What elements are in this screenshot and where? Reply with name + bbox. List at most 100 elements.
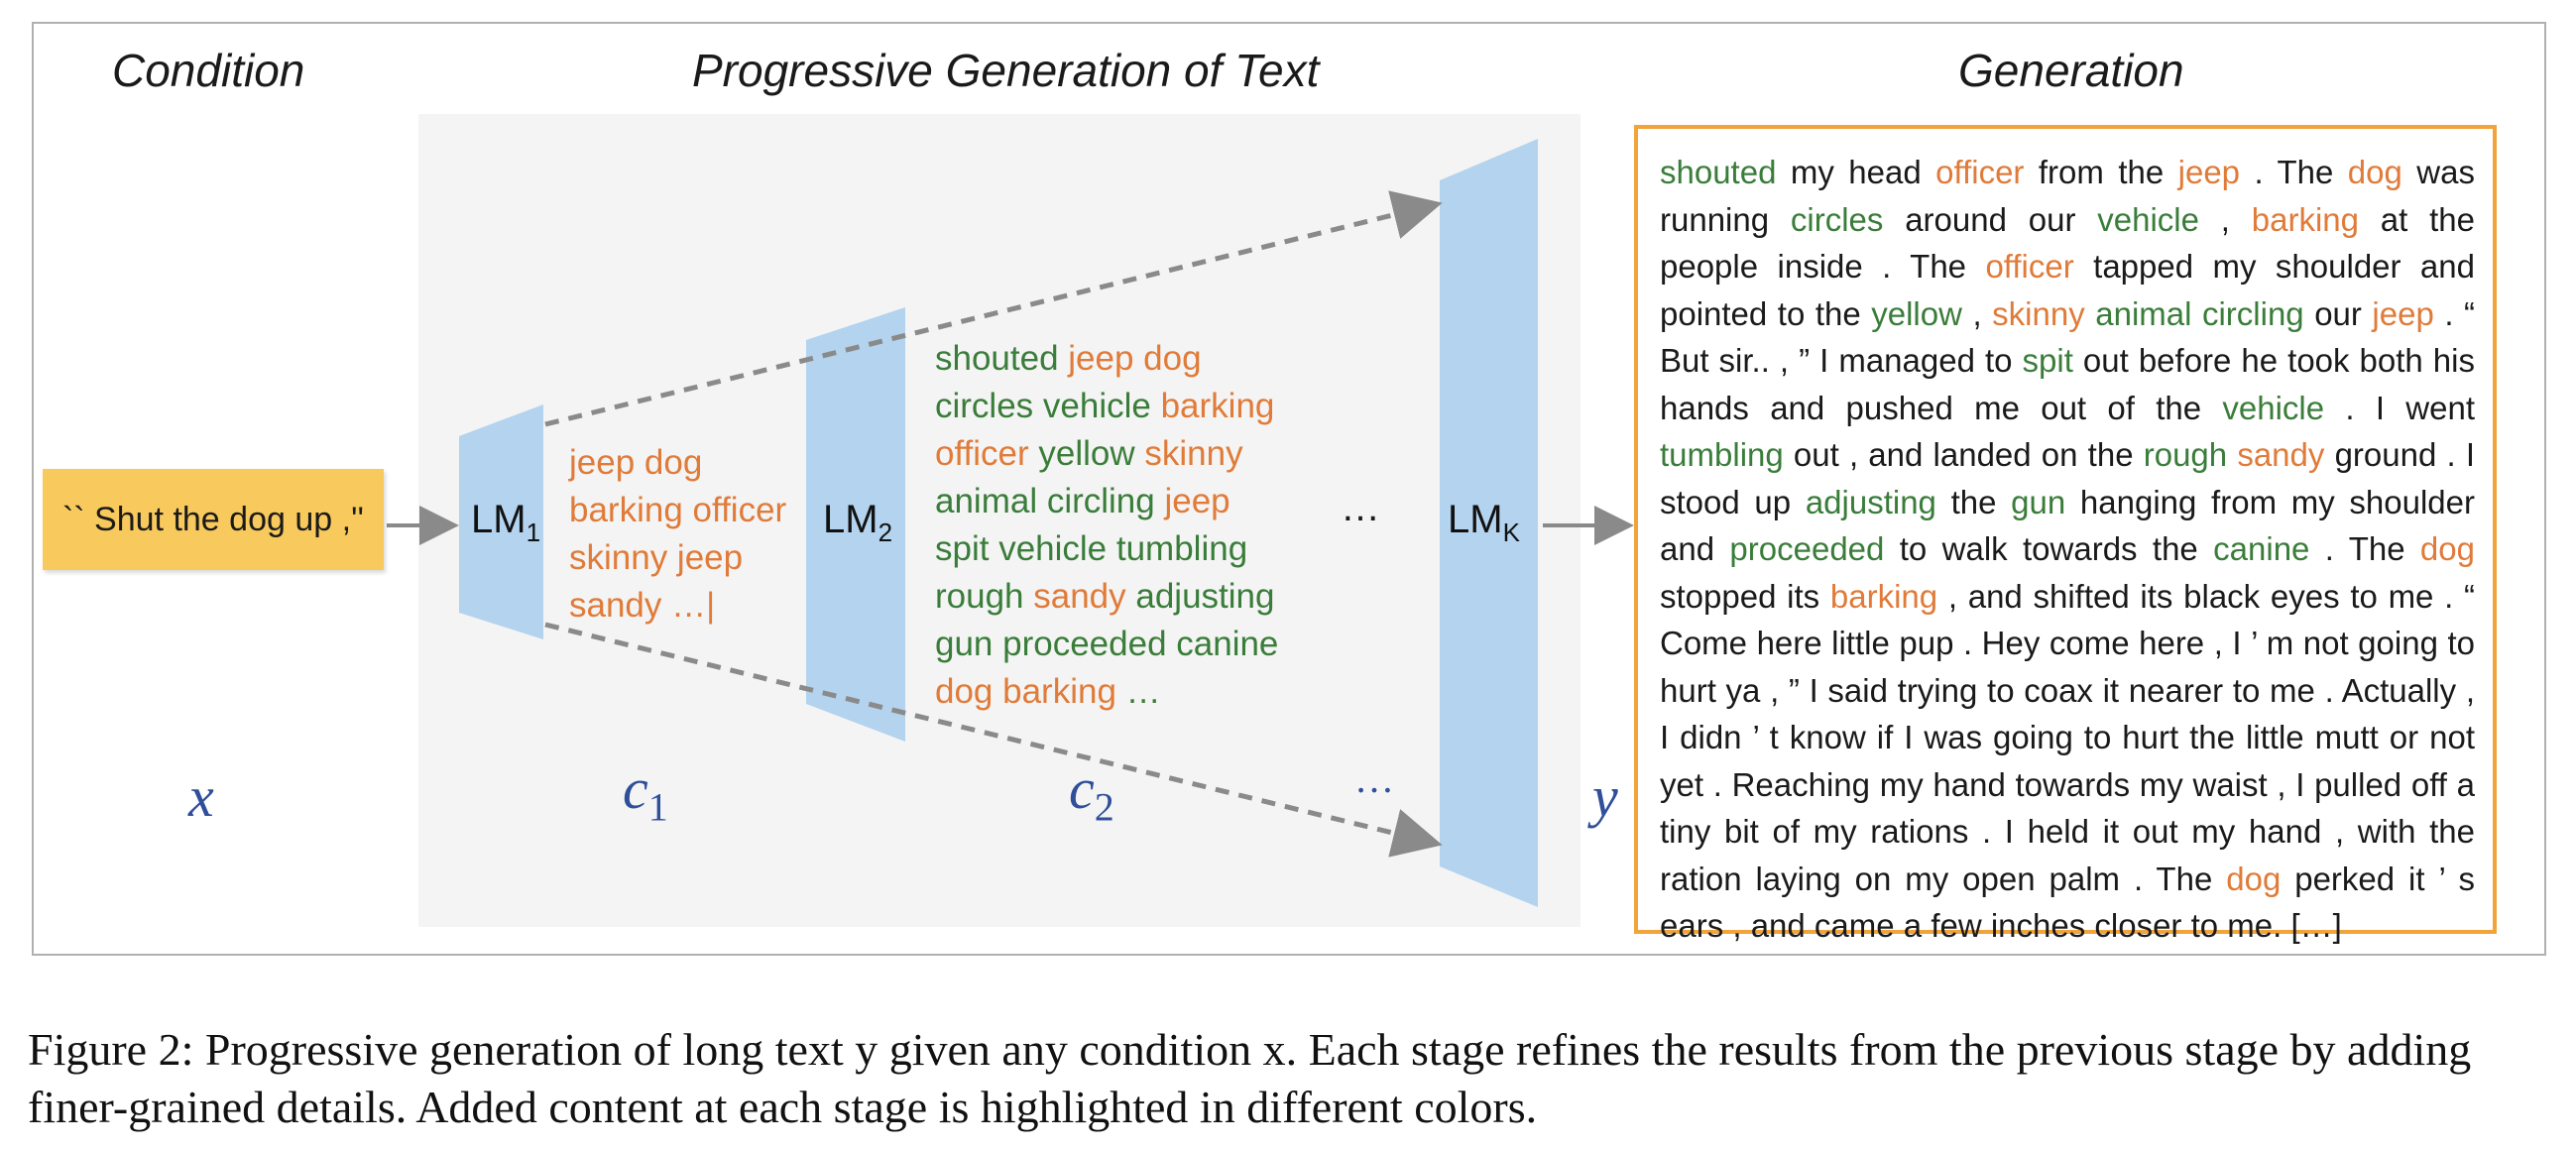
generation-text: shouted my head officer from the jeep . … (1660, 149, 2475, 950)
stage2-word: rough (935, 577, 1034, 616)
stage2-line: dog barking … (935, 668, 1278, 716)
generation-segment: sandy (2237, 436, 2325, 473)
generation-segment: . The (2240, 154, 2348, 190)
stage2-word: skinny (1144, 434, 1243, 473)
stage2-word: sandy (1033, 577, 1136, 616)
stage2-word: adjusting (1135, 577, 1275, 616)
generation-segment: my head (1776, 154, 1936, 190)
generation-box: shouted my head officer from the jeep . … (1634, 125, 2497, 944)
stage1-line: jeep dog (569, 439, 786, 487)
heading-generation: Generation (1958, 45, 2184, 96)
figure-caption: Figure 2: Progressive generation of long… (28, 1024, 2472, 1132)
stage2-line: spit vehicle tumbling (935, 525, 1278, 573)
stage1-word: skinny jeep (569, 538, 744, 577)
condition-box: `` Shut the dog up ,'' (43, 469, 384, 570)
stage2-word: spit vehicle tumbling (935, 529, 1248, 568)
generation-segment: shouted (1660, 154, 1777, 190)
stage2-word: yellow (1038, 434, 1145, 473)
heading-progressive: Progressive Generation of Text (692, 45, 1320, 96)
generation-segment: our (2303, 294, 2373, 332)
generation-segment: officer (1935, 154, 2025, 190)
stage1-keywords: jeep dog barking officer skinny jeep sandy … (569, 439, 786, 630)
lm2-block (806, 307, 905, 742)
generation-segment: . I went (2324, 389, 2475, 426)
generation-segment: vehicle (2222, 389, 2325, 426)
generation-segment: tumbling (1660, 436, 1784, 473)
generation-segment: circles (1790, 200, 1884, 238)
generation-segment: out before he took both his hands and pu… (1660, 342, 2475, 426)
condition-text: `` Shut the dog up ,'' (61, 500, 365, 538)
var-c2: c2 (1069, 756, 1114, 830)
generation-segment: . “ But sir.. , ” I managed to (1660, 294, 2476, 380)
lm2-label: LM2 (823, 498, 893, 547)
generation-segment: barking (2251, 200, 2359, 238)
generation-segment: , and shifted its black eyes to me . “ C… (1660, 577, 2475, 897)
stage2-word: officer (935, 434, 1039, 473)
generation-segment: was running (1660, 154, 2475, 238)
stage2-line: shouted jeep dog (935, 335, 1278, 383)
generation-segment: skinny (1992, 294, 2085, 332)
generation-segment: , (1961, 294, 1993, 332)
var-y: y (1592, 764, 1618, 829)
generation-segment: , (2198, 200, 2252, 238)
stage2-word: jeep dog (1068, 339, 1202, 378)
lm1-block (459, 404, 543, 639)
generation-segment: around our (1883, 200, 2098, 238)
stage2-word: shouted (935, 339, 1069, 378)
heading-condition: Condition (112, 45, 305, 96)
stage2-line: circles vehicle barking (935, 383, 1278, 430)
generation-segment: officer (1985, 248, 2074, 285)
generation-segment: jeep (2177, 154, 2241, 190)
models-ellipsis: … (1341, 486, 1380, 529)
generation-segment: adjusting (1805, 483, 1936, 520)
generation-segment: rough (2143, 436, 2228, 473)
generation-segment: out , and landed on the (1783, 436, 2144, 473)
generation-segment: hanging from my shoulder and (1660, 483, 2475, 568)
generation-segment (2227, 436, 2237, 473)
stage1-word: barking officer (569, 491, 787, 529)
generation-segment: animal circling (2095, 294, 2304, 332)
stage2-word: dog barking (935, 672, 1116, 711)
dashed-arrow-top (544, 190, 1443, 427)
stage2-word: animal circling (935, 482, 1165, 520)
stage2-word: barking (1160, 387, 1275, 425)
generation-segment: dog (2419, 530, 2475, 567)
generation-segment: barking (1829, 577, 1938, 615)
stage1-word: sandy …| (569, 586, 716, 625)
stage2-word: jeep (1164, 482, 1230, 520)
generation-segment: spit (2022, 342, 2073, 379)
stage2-line: rough sandy adjusting (935, 573, 1278, 621)
progressive-panel (418, 114, 1581, 927)
var-x: x (188, 764, 214, 829)
stage2-word: circles vehicle (935, 387, 1161, 425)
stage1-word: jeep dog (569, 443, 703, 482)
generation-segment: dog (2347, 154, 2402, 190)
figure-frame (32, 22, 2546, 956)
generation-segment: canine (2213, 530, 2310, 567)
stage1-line: barking officer (569, 487, 786, 534)
dashed-arrow-bottom (544, 622, 1443, 858)
generation-segment: from the (2024, 154, 2178, 190)
generation-segment: vehicle (2097, 200, 2199, 238)
generation-segment: yellow (1871, 294, 1962, 332)
stage2-line: animal circling jeep (935, 478, 1278, 525)
lmk-block (1440, 139, 1538, 907)
lmk-label: LMK (1448, 498, 1520, 547)
generation-segment: . The (2309, 530, 2420, 567)
generation-segment: dog (2226, 860, 2282, 897)
generation-segment: jeep (2372, 294, 2434, 332)
stage1-line: sandy …| (569, 582, 786, 630)
generation-segment: the (1935, 483, 2012, 520)
generation-segment: perked it ’ s ears , and came a few inch… (1660, 860, 2475, 945)
stage2-line: officer yellow skinny (935, 430, 1278, 478)
generation-segment: ground . I stood up (1660, 436, 2476, 520)
generation-segment: gun (2011, 483, 2066, 520)
generation-segment: stopped its (1660, 577, 1830, 615)
generation-segment: proceeded (1729, 530, 1885, 567)
lm1-label: LM1 (471, 498, 541, 547)
generation-segment: to walk towards the (1884, 530, 2214, 567)
stage2-line: gun proceeded canine (935, 621, 1278, 668)
stage2-word: … (1115, 672, 1161, 711)
